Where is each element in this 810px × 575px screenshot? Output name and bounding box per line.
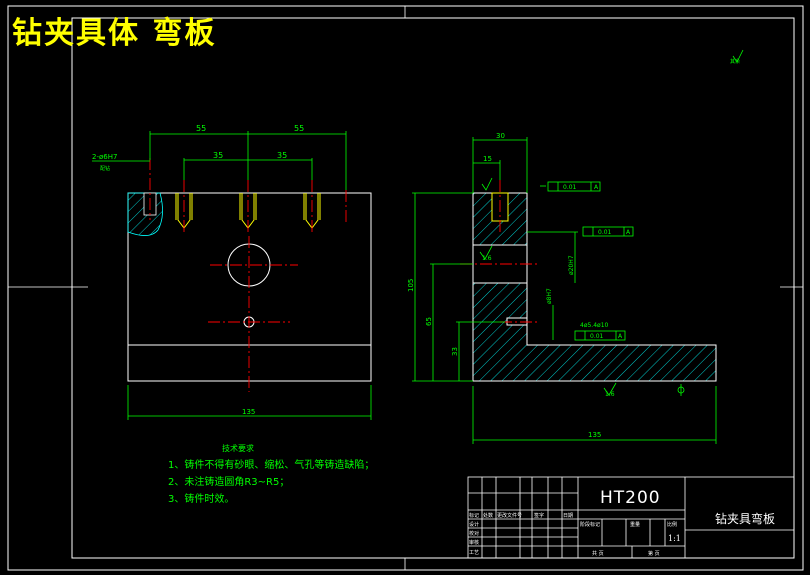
front-view: 55 55 35 35 135 2-ø6H7 配钻 — [92, 124, 372, 420]
dim-height-mid: 65 — [425, 317, 433, 326]
tol-perp-side: 0.01 — [590, 333, 604, 340]
dim-top-right: 55 — [294, 124, 304, 133]
tb-label-0: 标记 — [469, 512, 479, 519]
title-block-labels: 标记 处数 更改文件号 签字 日期 设计 校对 审核 工艺 阶段标记 重量 比例… — [469, 512, 677, 557]
tb-label-6: 校对 — [469, 530, 479, 537]
pin-hole-sub: 配钻 — [100, 165, 110, 172]
notes-heading: 技术要求 — [222, 444, 254, 453]
side-view: 0.01 A 0.01 A 0.01 A 4ø5.4ø10 30 15 135 … — [407, 49, 744, 444]
tb-label-13: 第 页 — [648, 550, 660, 557]
note-item: 3、铸件时效。 — [168, 494, 235, 505]
tb-label-1: 处数 — [483, 512, 493, 519]
tb-label-9: 阶段标记 — [580, 521, 600, 528]
dim-height-total: 105 — [407, 279, 415, 292]
part-name: 钻夹具弯板 — [715, 512, 776, 526]
tol-parallel: 0.01 — [598, 229, 612, 236]
roughness-side: 1.6 — [482, 255, 492, 262]
sheet-border — [7, 5, 804, 571]
tb-label-8: 工艺 — [469, 550, 479, 556]
tb-label-5: 设计 — [469, 521, 479, 528]
pin-hole-label: 2-ø6H7 — [92, 153, 117, 161]
dim-top-width: 30 — [496, 132, 505, 140]
dim-small-hole: 4ø5.4ø10 — [580, 322, 609, 329]
dim-hole-left: 35 — [213, 151, 223, 160]
tb-label-3: 签字 — [534, 512, 544, 519]
tb-label-2: 更改文件号 — [497, 512, 522, 519]
dim-pin: ø8H7 — [546, 288, 553, 304]
drawing-title: 钻夹具体 弯板 — [12, 16, 217, 51]
dim-height-base: 33 — [451, 347, 459, 356]
tol-datum-1: A — [594, 184, 599, 191]
dim-bore: ø20H7 — [568, 255, 575, 275]
tol-datum-2: A — [626, 229, 631, 236]
dim-hole-offset: 15 — [483, 155, 492, 163]
technical-notes: 技术要求 1、铸件不得有砂眼、缩松、气孔等铸造缺陷； 2、未注铸造圆角R3~R5… — [168, 440, 374, 508]
dim-base-length: 135 — [588, 431, 601, 439]
tol-datum-3: A — [618, 333, 623, 340]
tb-label-10: 重量 — [630, 521, 640, 528]
tb-label-12: 共 页 — [592, 550, 604, 557]
title-block — [467, 476, 795, 559]
tb-label-11: 比例 — [667, 521, 677, 528]
scale-value: 1:1 — [668, 534, 681, 543]
roughness-note: 其余 — [730, 58, 740, 65]
dim-width-front: 135 — [242, 408, 255, 416]
note-item: 1、铸件不得有砂眼、缩松、气孔等铸造缺陷； — [168, 460, 375, 471]
tb-label-4: 日期 — [563, 513, 573, 519]
tol-perp-top: 0.01 — [563, 184, 577, 191]
note-item: 2、未注铸造圆角R3~R5； — [168, 477, 290, 488]
roughness-bottom: 1.6 — [605, 391, 615, 398]
tb-label-7: 审核 — [469, 539, 479, 546]
material-label: HT200 — [600, 488, 661, 508]
dim-hole-right: 35 — [277, 151, 287, 160]
dim-top-left: 55 — [196, 124, 206, 133]
